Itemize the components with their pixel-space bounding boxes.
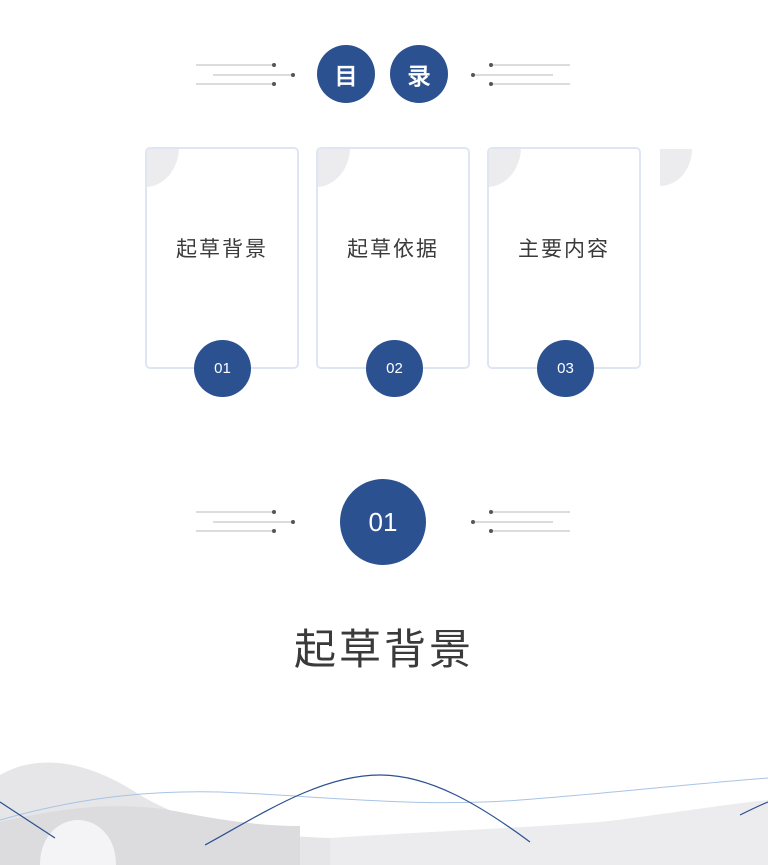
toc-card-1[interactable]: 起草背景 <box>145 147 299 369</box>
toc-number-badge-2: 02 <box>366 340 423 397</box>
section-number-badge: 01 <box>340 479 426 565</box>
toc-card-label: 起草背景 <box>176 237 268 261</box>
section-title: 起草背景 <box>293 625 474 674</box>
toc-card-label: 主要内容 <box>518 237 610 261</box>
toc-card-2[interactable]: 起草依据 <box>316 147 470 369</box>
toc-number-badge-1: 01 <box>194 340 251 397</box>
toc-card-label: 起草依据 <box>347 237 439 261</box>
toc-title-char-2: 录 <box>390 45 448 103</box>
toc-number-badge-3: 03 <box>537 340 594 397</box>
toc-title-char-1: 目 <box>317 45 375 103</box>
toc-card-3[interactable]: 主要内容 <box>487 147 641 369</box>
